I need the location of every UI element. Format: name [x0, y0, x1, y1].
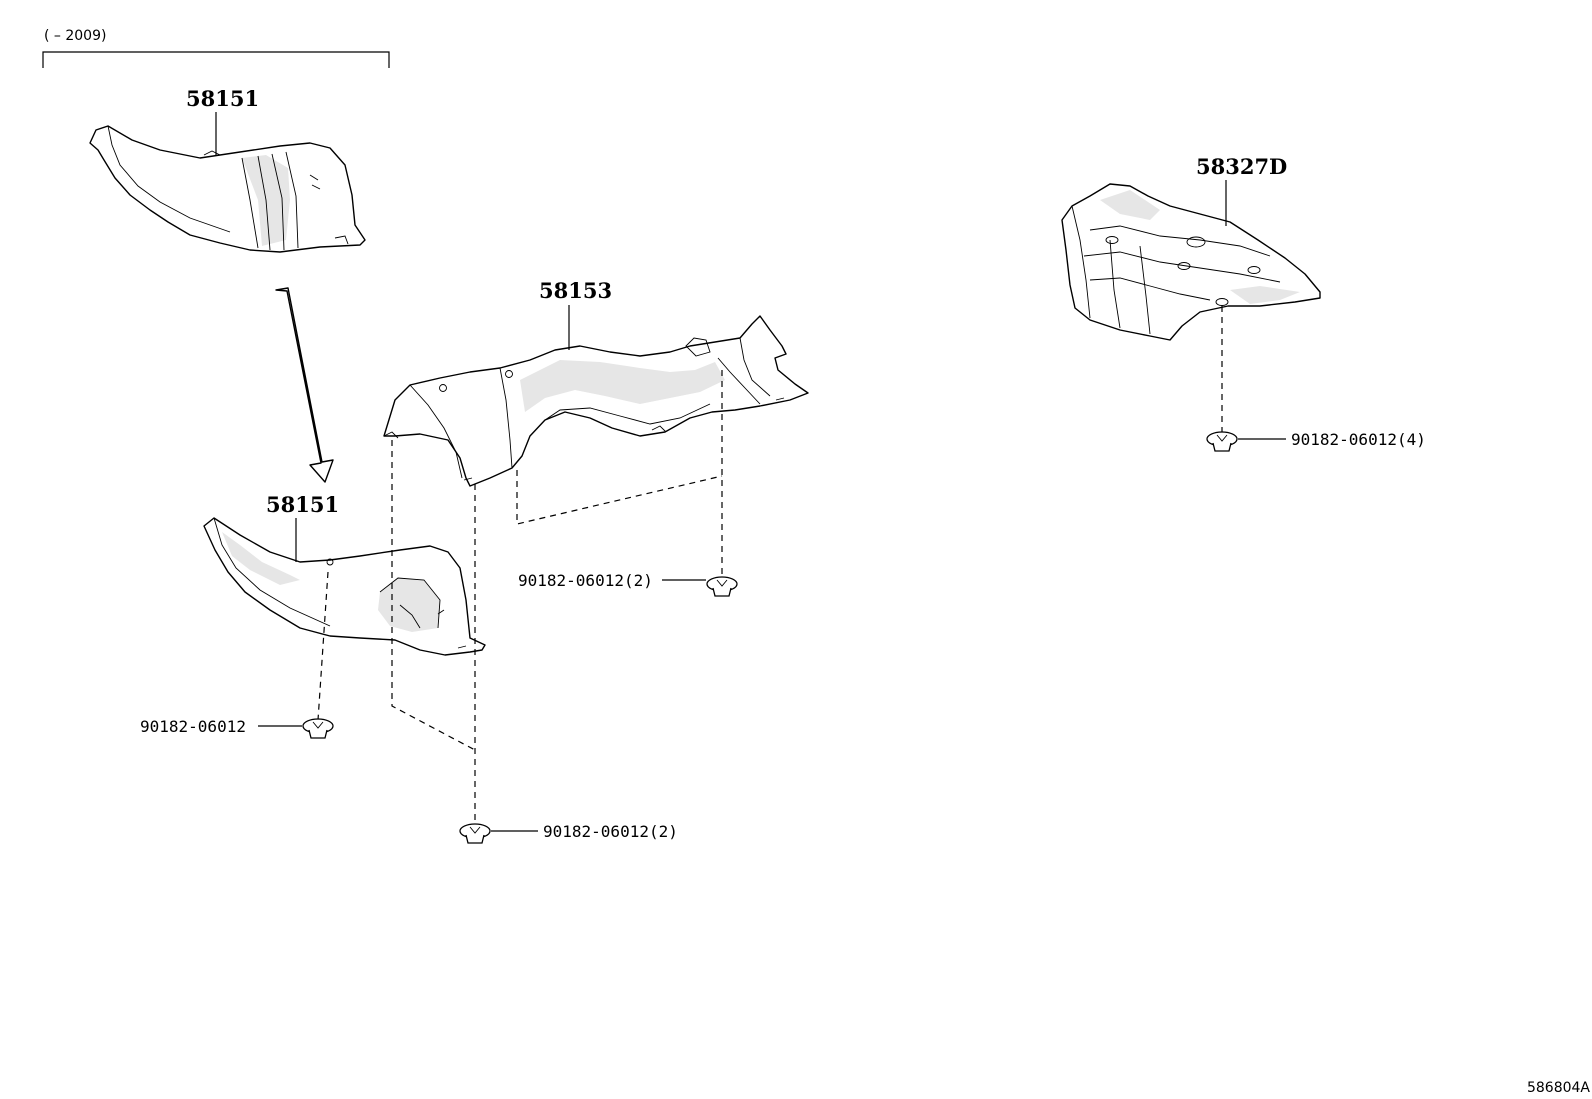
upper-insulator-callout: 58151: [186, 86, 259, 155]
callout-90182-06012-left: 90182-06012: [140, 717, 246, 736]
center-heat-insulator[interactable]: [383, 315, 809, 487]
clip-left[interactable]: [302, 718, 334, 739]
clip-center-right[interactable]: [706, 576, 738, 597]
right-heat-insulator[interactable]: [1061, 183, 1321, 341]
clip-center-bottom[interactable]: [459, 823, 491, 844]
year-range-label: ( – 2009): [44, 28, 106, 44]
clip-left-callout: 90182-06012: [140, 717, 302, 736]
upper-heat-insulator[interactable]: [89, 125, 366, 253]
illustration-code: 586804A: [1527, 1080, 1590, 1096]
clip-right[interactable]: [1206, 431, 1238, 452]
center-insulator-callout: 58153: [539, 278, 612, 350]
clip-center-right-callout: 90182-06012(2): [518, 571, 706, 590]
callout-58151-upper: 58151: [186, 86, 259, 111]
right-insulator-callout: 58327D: [1196, 154, 1287, 226]
clip-right-callout: 90182-06012(4): [1238, 430, 1426, 449]
year-range-bracket: ( – 2009): [42, 28, 390, 68]
callout-58153: 58153: [539, 278, 612, 303]
clip-center-bottom-callout: 90182-06012(2): [491, 822, 678, 841]
lower-heat-insulator[interactable]: [203, 517, 486, 656]
callout-90182-06012-right: 90182-06012(4): [1291, 430, 1426, 449]
lower-insulator-callout: 58151: [266, 492, 339, 562]
callout-58327d: 58327D: [1196, 154, 1287, 179]
callout-90182-06012-center-bottom: 90182-06012(2): [543, 822, 678, 841]
direction-arrow: [275, 287, 334, 483]
callout-90182-06012-center-right: 90182-06012(2): [518, 571, 653, 590]
attachment-dashed-lines: [317, 306, 1223, 822]
callout-58151-lower: 58151: [266, 492, 339, 517]
